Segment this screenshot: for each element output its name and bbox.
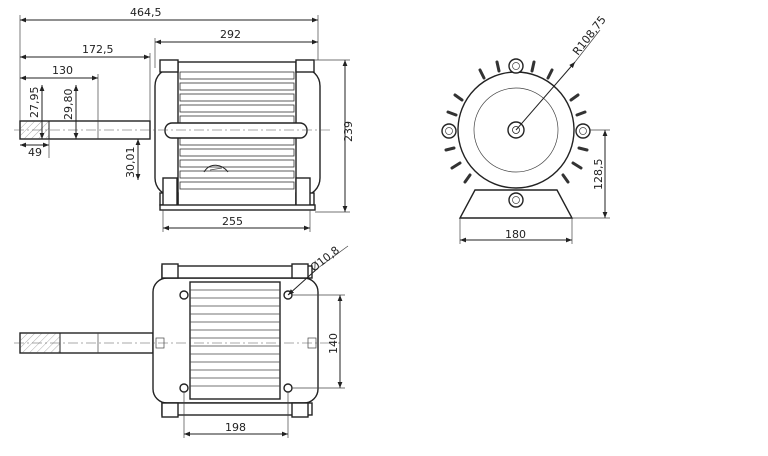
- dim-shaft-dia: 29,80: [62, 89, 75, 121]
- top-stator: [189, 281, 281, 400]
- front-view: R108,75 128,5 180: [441, 13, 610, 244]
- dim-overall-height: 239: [342, 121, 355, 142]
- front-bolts: [441, 58, 591, 208]
- dim-overall-length: 464,5: [130, 6, 162, 19]
- dim-center-height: 128,5: [592, 159, 605, 191]
- dim-shaft-dia-key: 27,95: [28, 87, 41, 119]
- dim-bolt-hole-dia: Ø10,8: [308, 244, 342, 275]
- top-view: Ø10,8 140 198: [14, 244, 349, 438]
- foot-left: [162, 177, 178, 209]
- dim-bolt-spacing-vertical: 140: [327, 333, 340, 354]
- dim-shaft-length: 130: [52, 64, 73, 77]
- center-rib: [164, 122, 308, 139]
- terminal-box: [203, 164, 229, 173]
- front-housing-inner: [473, 87, 559, 173]
- dim-key-length: 49: [28, 146, 42, 159]
- dim-foot-length: 255: [222, 215, 243, 228]
- dim-shaft-to-foot: 172,5: [82, 43, 114, 56]
- dim-housing-length: 292: [220, 28, 241, 41]
- top-fins: [190, 289, 280, 387]
- dim-shaft-height: 30,01: [124, 147, 137, 179]
- dim-bolt-spacing-horizontal: 198: [225, 421, 246, 434]
- foot-right: [295, 177, 311, 209]
- base-plate: [159, 204, 316, 211]
- dim-housing-radius: R108,75: [570, 13, 609, 57]
- radial-fins: [444, 60, 589, 184]
- cooling-fins: [179, 71, 295, 190]
- side-view: 464,5 292 172,5 130 27,95 29,80 49 30,01…: [14, 6, 355, 232]
- dim-foot-width: 180: [505, 228, 526, 241]
